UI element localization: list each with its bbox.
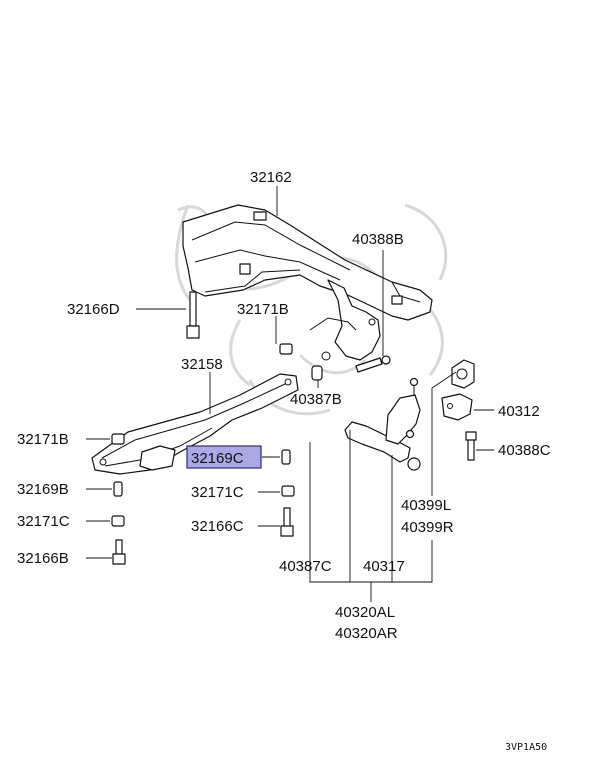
- nut-32171C-mid: [281, 485, 295, 497]
- labels: 32162 40388B 32166D 32171B 32158 40387B …: [17, 169, 551, 753]
- label-32169C[interactable]: 32169C: [191, 450, 244, 467]
- label-32169B[interactable]: 32169B: [17, 481, 69, 498]
- label-40387C[interactable]: 40387C: [279, 558, 332, 575]
- diagram-reference-code: 3VP1A50: [505, 742, 547, 753]
- label-40320AL[interactable]: 40320AL: [335, 604, 395, 621]
- label-32171C-mid[interactable]: 32171C: [191, 484, 244, 501]
- nut-32171C-left: [111, 515, 125, 527]
- nut-32171B-left: [111, 433, 125, 445]
- label-32171B-left[interactable]: 32171B: [17, 431, 69, 448]
- crossmember-32162: [182, 204, 433, 361]
- collar-32169B: [113, 481, 123, 497]
- label-32166B[interactable]: 32166B: [17, 550, 69, 567]
- bolt-40388C: [465, 431, 477, 461]
- label-32171B-top[interactable]: 32171B: [237, 301, 289, 318]
- label-40388C[interactable]: 40388C: [498, 442, 551, 459]
- leader-lines: [86, 186, 494, 602]
- collar-32169C: [281, 449, 291, 465]
- label-32166C[interactable]: 32166C: [191, 518, 244, 535]
- lower-arm-40317: [344, 377, 421, 471]
- label-40399L[interactable]: 40399L: [401, 497, 451, 514]
- bushing-bracket-40312: [441, 359, 475, 421]
- collar-40387B: [311, 365, 323, 381]
- label-40317[interactable]: 40317: [363, 558, 405, 575]
- label-40388B[interactable]: 40388B: [352, 231, 404, 248]
- crossmember-32158: [91, 373, 299, 475]
- highlight-box-32169C: [186, 445, 262, 469]
- nut-32171B-top: [279, 343, 293, 355]
- bolt-32166B: [112, 539, 126, 565]
- label-40320AR[interactable]: 40320AR: [335, 625, 398, 642]
- bolt-40388B: [355, 250, 391, 373]
- label-32158[interactable]: 32158: [181, 356, 223, 373]
- label-32162[interactable]: 32162: [250, 169, 292, 186]
- label-40399R[interactable]: 40399R: [401, 519, 454, 536]
- label-40312[interactable]: 40312: [498, 403, 540, 420]
- bolt-32166D: [186, 291, 200, 339]
- bolt-32166C: [280, 507, 294, 537]
- label-32171C-left[interactable]: 32171C: [17, 513, 70, 530]
- label-40387B[interactable]: 40387B: [290, 391, 342, 408]
- label-32166D[interactable]: 32166D: [67, 301, 120, 318]
